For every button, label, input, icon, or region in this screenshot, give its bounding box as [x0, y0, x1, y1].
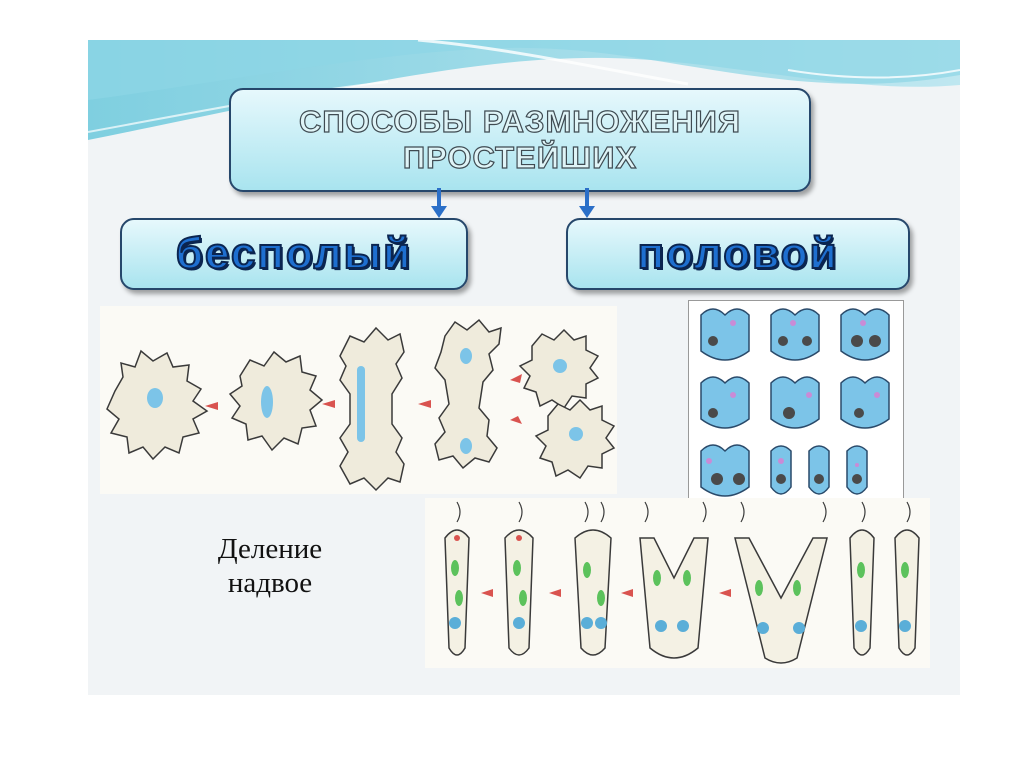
sexual-label: половой	[638, 229, 839, 279]
arrow-down-left-icon	[429, 188, 449, 220]
title-line-1: СПОСОБЫ РАЗМНОЖЕНИЯ	[299, 104, 741, 140]
division-label-line-1: Деление	[190, 532, 350, 566]
arrow-down-right-icon	[577, 188, 597, 220]
asexual-box: бесполый	[120, 218, 468, 290]
amoeba-division-illustration	[100, 306, 617, 494]
euglena-division-illustration	[425, 498, 930, 668]
division-label-line-2: надвое	[190, 566, 350, 600]
title-box: СПОСОБЫ РАЗМНОЖЕНИЯ ПРОСТЕЙШИХ	[229, 88, 811, 192]
sexual-box: половой	[566, 218, 910, 290]
division-label: Деление надвое	[190, 532, 350, 600]
asexual-label: бесполый	[176, 229, 412, 279]
title-line-2: ПРОСТЕЙШИХ	[299, 140, 741, 176]
page-title: СПОСОБЫ РАЗМНОЖЕНИЯ ПРОСТЕЙШИХ	[299, 104, 741, 176]
conjugation-illustration	[688, 300, 904, 514]
